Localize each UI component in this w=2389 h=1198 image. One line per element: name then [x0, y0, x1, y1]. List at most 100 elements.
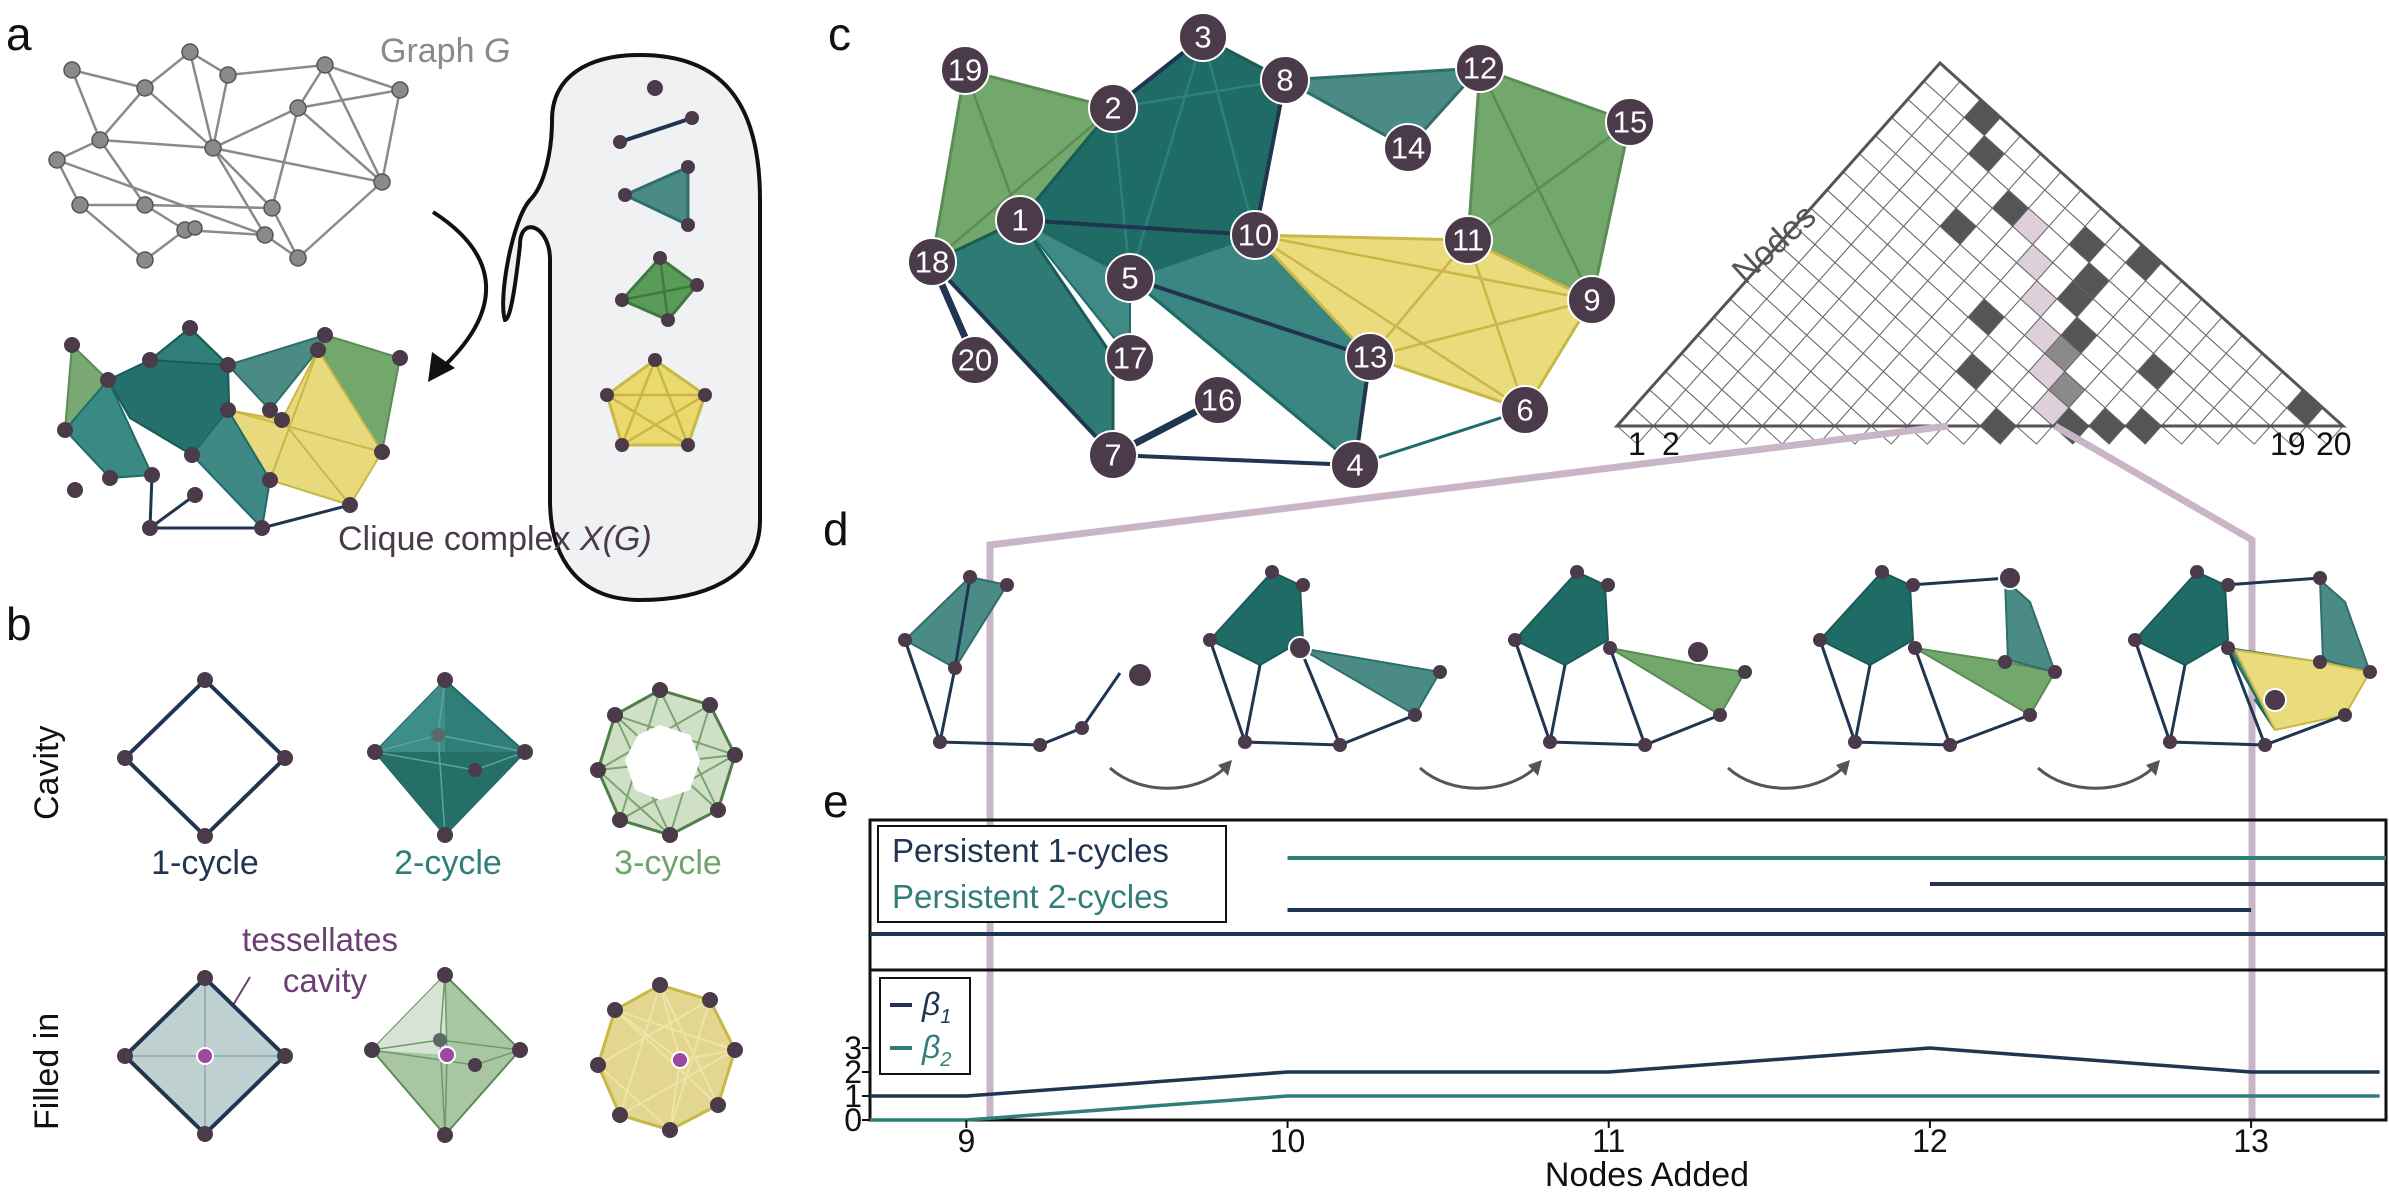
cavity-3-cycle [590, 682, 743, 843]
node-7: 7 [1088, 430, 1138, 480]
node-label-16: 16 [1201, 383, 1235, 418]
node-20: 20 [950, 335, 1000, 385]
node-label-7: 7 [1104, 438, 1121, 473]
cavity-2-cycle [367, 672, 533, 843]
simplex-1-node-a [613, 135, 627, 149]
node-11: 11 [1443, 215, 1493, 265]
panel-d [898, 565, 2377, 790]
node-label-15: 15 [1613, 105, 1647, 140]
graph-g-label: Graph G [380, 32, 510, 70]
label-1-cycle: 1-cycle [151, 844, 259, 882]
legend-beta2: β2 [921, 1029, 951, 1071]
node-label-1: 1 [1011, 203, 1028, 238]
node-4: 4 [1330, 440, 1380, 490]
simplex-bubble [501, 52, 762, 603]
stage-arrow-heads [1218, 760, 2160, 776]
simplex-0-icon [647, 80, 663, 96]
legend-persistent-2-cycles: Persistent 2-cycles [892, 878, 1169, 915]
panel-c-network [928, 35, 1632, 468]
x-tick-label: 13 [2233, 1123, 2269, 1159]
node-13: 13 [1345, 332, 1395, 382]
matrix-label-1: 1 [1628, 426, 1646, 462]
node-label-8: 8 [1276, 63, 1293, 98]
stage-2 [1203, 565, 1447, 752]
node-9: 9 [1567, 275, 1617, 325]
legend-beta1: β1 [921, 986, 951, 1028]
cavity-1-cycle [117, 672, 293, 844]
clique-complex-label-italic: X(G) [579, 520, 652, 558]
barcode-legend-box [877, 825, 1227, 923]
simplex-3-icon [615, 251, 704, 327]
panel-b: Cavity Filled in 1-cycle 2-cycle 3-cycle… [28, 672, 743, 1143]
node-label-12: 12 [1463, 51, 1497, 86]
x-tick-label: 10 [1270, 1123, 1306, 1159]
legend-beta1-symbol: β [921, 986, 940, 1022]
simplex-2-node-a [618, 188, 632, 202]
label-2-cycle: 2-cycle [394, 844, 502, 882]
stage-arrow-1-icon [1108, 766, 1227, 790]
stage-3 [1508, 565, 1752, 752]
y-tick-label: 0 [844, 1102, 862, 1138]
graph-g-label-text: Graph [380, 32, 484, 70]
panel-label-b: b [6, 598, 32, 650]
simplex-1-node-b [685, 111, 699, 125]
node-label-6: 6 [1516, 393, 1533, 428]
panel-a: Graph G [48, 32, 762, 603]
panel-e-chart: Persistent 1-cycles Persistent 2-cycles … [844, 818, 2388, 1194]
panel-label-c: c [828, 8, 851, 60]
betti-legend-box [879, 977, 971, 1075]
x-tick-label: 12 [1912, 1123, 1948, 1159]
node-8: 8 [1260, 55, 1310, 105]
filled-1-cycle [117, 970, 293, 1142]
graph-g-nodes [48, 43, 409, 269]
node-12: 12 [1455, 43, 1505, 93]
node-19: 19 [940, 45, 990, 95]
stage-arrow-3-icon [1726, 766, 1845, 790]
node-3: 3 [1178, 12, 1228, 62]
matrix-label-2: 2 [1662, 426, 1680, 462]
panel-c-nodes: 1 2 3 4 5 6 7 8 9 10 11 12 13 14 15 16 1… [907, 12, 1655, 490]
node-label-18: 18 [915, 245, 949, 280]
connector-node-13 [2053, 422, 2256, 1120]
node-label-10: 10 [1238, 218, 1272, 253]
x-tick-label: 11 [1592, 1123, 1625, 1159]
node-10: 10 [1230, 210, 1280, 260]
y-tick-label: 3 [844, 1030, 862, 1066]
node-2: 2 [1088, 83, 1138, 133]
x-tick-label: 9 [957, 1123, 975, 1159]
graph-g-label-italic: G [484, 32, 510, 70]
stage-4 [1813, 565, 2062, 752]
node-label-14: 14 [1391, 131, 1425, 166]
node-15: 15 [1605, 97, 1655, 147]
legend-beta1-sub: 1 [940, 1006, 951, 1028]
legend-beta2-sub: 2 [939, 1049, 951, 1071]
annotation-tessellates: tessellates [242, 921, 398, 958]
simplex-1-icon [619, 116, 693, 144]
simplex-2-node-c [681, 218, 695, 232]
panel-label-e: e [823, 775, 849, 827]
stage-arrow-4-icon [2036, 766, 2155, 790]
node-1: 1 [995, 195, 1045, 245]
node-14: 14 [1383, 123, 1433, 173]
node-label-9: 9 [1583, 283, 1600, 318]
row-label-cavity: Cavity [28, 726, 66, 820]
node-18: 18 [907, 237, 957, 287]
betti-box [868, 968, 2388, 1122]
clique-complex-small [57, 320, 408, 536]
legend-persistent-1-cycles: Persistent 1-cycles [892, 832, 1169, 869]
filled-2-cycle [364, 967, 528, 1143]
simplex-2-icon [621, 164, 690, 228]
simplex-4-icon [600, 353, 712, 452]
legend-beta2-symbol: β [921, 1029, 940, 1065]
stage-arrow-2-icon [1418, 766, 1537, 790]
node-label-19: 19 [948, 53, 982, 88]
betti-series-2 [870, 1094, 2380, 1122]
filled-3-cycle [590, 977, 743, 1138]
node-label-2: 2 [1104, 91, 1121, 126]
x-axis-label: Nodes Added [1545, 1156, 1749, 1194]
stage-5 [2128, 565, 2377, 752]
matrix-cells [1616, 62, 2344, 445]
simplex-list [600, 80, 712, 452]
